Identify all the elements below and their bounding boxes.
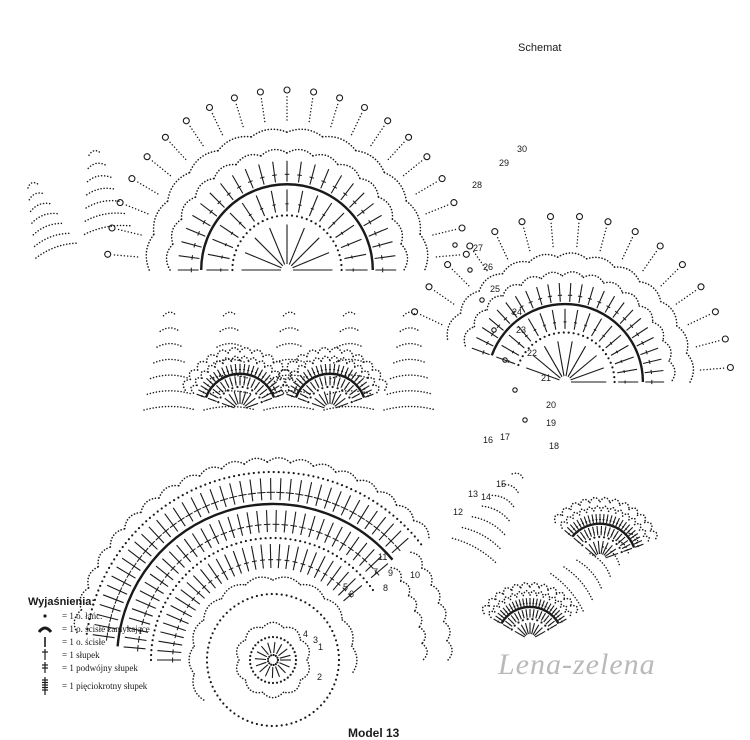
band-loops-b (411, 552, 452, 660)
legend-item-quintuple: = 1 pięciokrotny słupek (28, 674, 228, 698)
row-number-18: 18 (549, 441, 559, 451)
quintuple-treble-icon (28, 676, 62, 696)
diagram-title: Schemat (518, 42, 561, 54)
top-fan-core (242, 225, 333, 271)
left-pineapple-2 (85, 151, 132, 235)
row-number-15: 15 (496, 479, 506, 489)
double-crochet-icon (28, 648, 62, 661)
center-row-2 (255, 642, 291, 678)
row-number-24: 24 (512, 307, 522, 317)
row-number-4: 4 (303, 629, 308, 639)
legend-item-chain: = 1 o. łańc. (28, 609, 228, 622)
row-number-19: 19 (546, 418, 556, 428)
left-pineapple-1 (28, 183, 77, 258)
legend-heading: Wyjaśnienia: (28, 596, 228, 608)
row-number-8: 8 (383, 583, 388, 593)
row-number-27: 27 (473, 243, 483, 253)
row-number-25: 25 (490, 284, 500, 294)
seam-ring-2 (468, 268, 472, 272)
row-number-16: 16 (483, 435, 493, 445)
row-number-17: 17 (500, 432, 510, 442)
row-number-22: 22 (527, 348, 537, 358)
mid-fan-b-core (312, 391, 348, 408)
row-number-10: 10 (410, 570, 420, 580)
slip-stitch-icon (28, 624, 62, 634)
row-number-21: 21 (541, 373, 551, 383)
legend-item-treble: = 1 podwójny słupek (28, 661, 228, 674)
row-number-5: 5 (343, 582, 348, 592)
legend-item-slip-stitch: = 1 o. ścisłe zamykające (28, 622, 228, 635)
center-ring (267, 654, 279, 666)
legend-item-double-crochet: = 1 słupek (28, 648, 228, 661)
row-number-28: 28 (472, 180, 482, 190)
row-number-9: 9 (388, 568, 393, 578)
lower-fan-b-loops-2 (555, 498, 657, 541)
row-number-7: 7 (373, 567, 378, 577)
seam-ring-6 (513, 388, 517, 392)
row-number-30: 30 (517, 144, 527, 154)
row-number-3: 3 (313, 635, 318, 645)
row-number-11: 11 (378, 552, 387, 562)
watermark: Lena-zelena (498, 648, 656, 682)
right-fan-picots (412, 214, 734, 371)
chain-dot-icon (28, 611, 62, 621)
row-number-12: 12 (453, 507, 463, 517)
band-loops-a (391, 568, 427, 660)
treble-crochet-icon (28, 661, 62, 674)
middle-pineapple-1 (144, 312, 196, 410)
row-number-13: 13 (468, 489, 478, 499)
row-number-20: 20 (546, 400, 556, 410)
right-fan-ring-4 (472, 283, 664, 384)
row-number-1: 1 (318, 642, 323, 652)
lower-fan-b-core (585, 541, 618, 558)
center-row-4 (237, 622, 310, 697)
mid-fan-a-core (222, 391, 258, 408)
seam-ring-7 (523, 418, 527, 422)
right-fan-core (526, 341, 606, 382)
lower-fan-b-ring-2 (574, 526, 632, 552)
seam-ring-4 (492, 328, 496, 332)
legend-item-single-crochet: = 1 o. ścisłe (28, 635, 228, 648)
lower-pineapple-1 (453, 473, 524, 564)
single-crochet-icon (28, 636, 62, 648)
legend: Wyjaśnienia: = 1 o. łańc. = 1 o. ścisłe … (28, 596, 228, 698)
seam-ring-1 (453, 243, 457, 247)
row-number-14: 14 (481, 492, 491, 502)
row-number-26: 26 (483, 262, 493, 272)
middle-pineapple-5 (384, 312, 436, 410)
seam-ring-3 (480, 298, 484, 302)
row-number-23: 23 (516, 325, 526, 335)
row-number-29: 29 (499, 158, 509, 168)
row-number-6: 6 (349, 589, 354, 599)
row-number-2: 2 (317, 672, 322, 682)
lower-fan-a-core (515, 623, 545, 638)
